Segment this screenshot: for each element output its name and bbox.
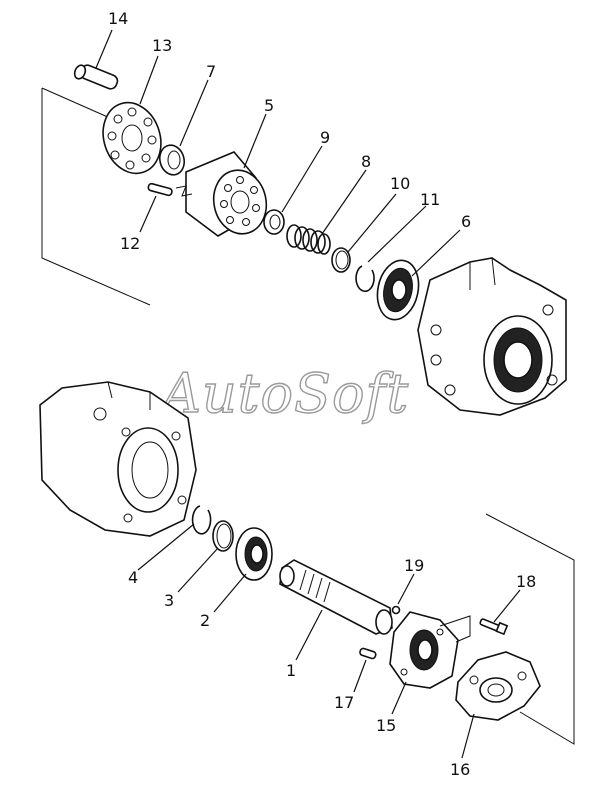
part-8-spring	[286, 224, 331, 255]
callout-17: 17	[334, 693, 354, 712]
callout-6: 6	[461, 212, 471, 231]
callout-8: 8	[361, 152, 371, 171]
callout-5: 5	[264, 96, 274, 115]
callout-7: 7	[206, 62, 216, 81]
upper-right-housing	[417, 257, 567, 416]
part-14-pin	[73, 64, 119, 90]
part-2-bearing	[235, 527, 273, 581]
callout-4: 4	[128, 568, 138, 587]
part-5-cylinder-block	[175, 151, 268, 237]
part-18-bolt	[479, 618, 509, 636]
callout-13: 13	[152, 36, 172, 55]
watermark: AutoSoft	[157, 362, 409, 425]
part-9-collar	[263, 209, 285, 235]
callout-14: 14	[108, 9, 128, 28]
callout-11: 11	[420, 190, 440, 209]
part-3-ring	[212, 520, 234, 552]
part-11-snap-ring	[355, 265, 375, 293]
part-10-washer	[331, 247, 351, 273]
callout-19: 19	[404, 556, 424, 575]
upper-bracket-lines	[41, 87, 151, 306]
part-4-snap-ring	[191, 505, 212, 535]
callout-9: 9	[320, 128, 330, 147]
part-19-ball	[391, 605, 401, 615]
callout-15: 15	[376, 716, 396, 735]
part-17-pin	[359, 647, 377, 660]
callout-16: 16	[450, 760, 470, 779]
part-13-retainer-plate	[102, 101, 162, 175]
callout-10: 10	[390, 174, 410, 193]
part-12-dowel-pin	[147, 182, 173, 197]
callout-labels: 14 13 7 5 9 8 10 11 6 12 4 3 2 1 19 18 1…	[108, 9, 536, 779]
leader-lines	[95, 29, 521, 759]
lower-bracket-lines	[439, 513, 575, 745]
part-16-cradle	[455, 651, 541, 721]
part-1-drive-shaft	[279, 559, 393, 635]
callout-18: 18	[516, 572, 536, 591]
callout-3: 3	[164, 591, 174, 610]
part-6-valve-plate	[376, 259, 420, 321]
part-15-swash-plate	[389, 611, 459, 689]
part-7-ring	[158, 144, 186, 176]
callout-12: 12	[120, 234, 140, 253]
callout-2: 2	[200, 611, 210, 630]
callout-1: 1	[286, 661, 296, 680]
lower-left-housing	[39, 381, 197, 537]
